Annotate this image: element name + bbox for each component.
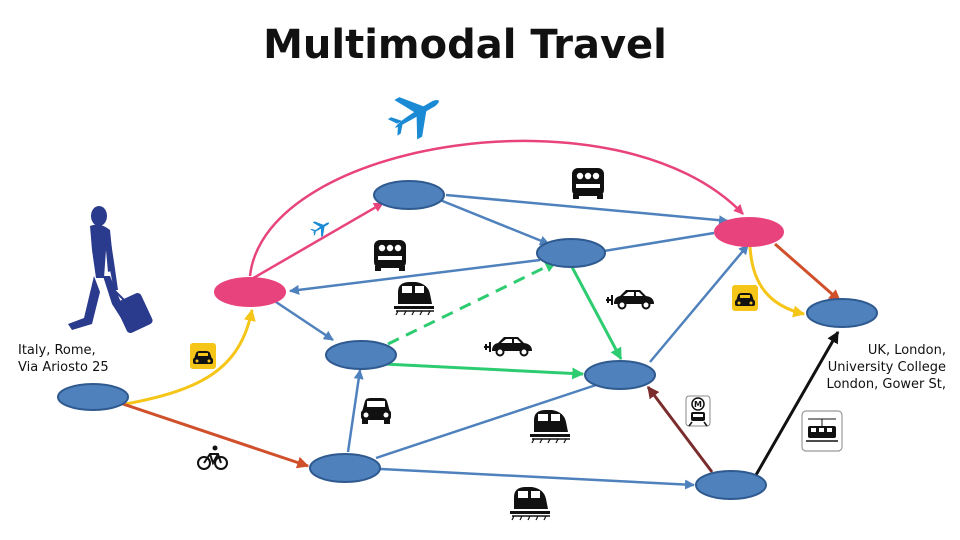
taxi-edge — [748, 245, 806, 318]
ev-edge — [570, 266, 623, 361]
ev-edge-dashed — [387, 260, 558, 346]
destination-address-line: London, Gower St, — [826, 377, 946, 392]
large-airplane-icon — [381, 81, 451, 148]
destination-node — [806, 298, 878, 328]
small-airplane-icon — [307, 215, 334, 240]
network-node — [309, 453, 381, 483]
taxi-icon — [190, 343, 216, 369]
road-edge — [346, 369, 364, 453]
flight-route-long — [248, 139, 744, 277]
electric-car-icon — [605, 289, 655, 310]
network-node — [536, 238, 606, 268]
origin-airport-hub — [214, 277, 286, 307]
origin-node — [57, 383, 129, 411]
metro-edge — [646, 386, 714, 473]
train-icon — [393, 281, 435, 316]
road-edge — [289, 258, 541, 295]
origin-address-line: Via Ariosto 25 — [18, 360, 109, 375]
tram-edge — [754, 330, 840, 476]
origin-address-line: Italy, Rome, — [18, 343, 96, 358]
taxi-icon — [732, 285, 758, 311]
metro-icon: M — [685, 395, 711, 427]
car-edge-to-destination — [774, 242, 841, 303]
rideshare-icon — [374, 240, 406, 271]
ev-edge — [383, 362, 585, 380]
road-edge — [275, 300, 334, 342]
origin-address: Italy, Rome, Via Ariosto 25 — [18, 342, 109, 376]
car-icon — [361, 398, 391, 424]
destination-address: UK, London, University College London, G… — [826, 342, 946, 393]
flight-route-short — [249, 201, 384, 282]
traveller-silhouette — [68, 206, 153, 334]
network-node — [325, 340, 397, 370]
metro-icon-label: M — [694, 400, 702, 409]
road-edge — [379, 467, 695, 490]
network-node — [695, 470, 767, 500]
bike-edge — [119, 401, 310, 469]
tram-icon — [801, 410, 843, 452]
network-node — [584, 360, 656, 390]
destination-address-line: University College — [827, 360, 946, 375]
road-edge — [445, 193, 729, 226]
taxi-edge — [125, 308, 256, 406]
road-edge — [439, 198, 550, 246]
train-icon — [529, 409, 571, 444]
train-icon — [509, 486, 551, 521]
road-edge — [649, 244, 749, 363]
electric-car-icon — [483, 336, 533, 357]
bicycle-icon — [197, 445, 228, 470]
rideshare-icon — [572, 168, 604, 199]
diagram-title: Multimodal Travel — [263, 22, 667, 68]
network-node — [373, 180, 445, 210]
destination-airport-hub — [714, 217, 784, 247]
road-edge — [375, 383, 597, 460]
destination-address-line: UK, London, — [867, 343, 946, 358]
road-edge — [603, 231, 715, 253]
